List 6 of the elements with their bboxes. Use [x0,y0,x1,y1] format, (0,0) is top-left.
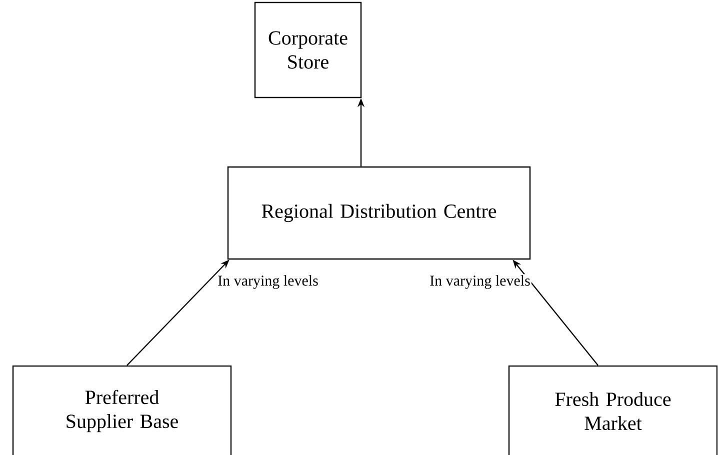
process-box: Preferred Supplier Base [12,365,232,455]
process-box: Corporate Store [254,2,362,98]
process-box: Fresh Produce Market [508,365,718,455]
process-box: Regional Distribution Centre [227,166,531,260]
edge-label: In varying levels [216,274,320,290]
edge-label: In varying levels [428,274,532,290]
